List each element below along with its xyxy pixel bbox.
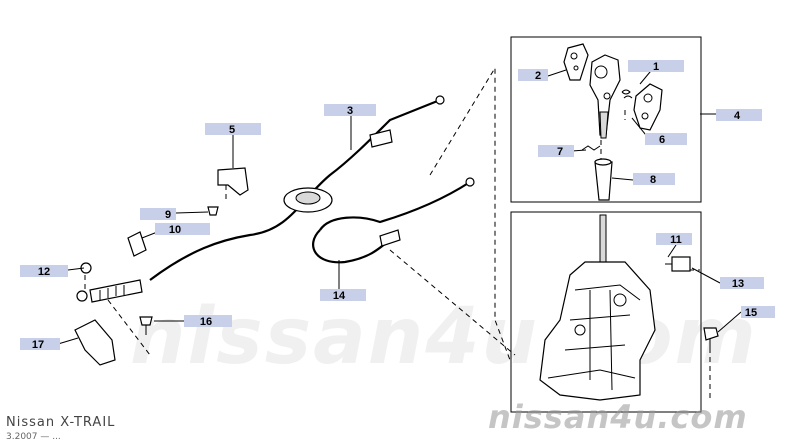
- boot-part-8: [594, 158, 613, 201]
- callout-4: 4: [716, 109, 762, 122]
- svg-text:11: 11: [670, 234, 682, 246]
- callout-8: 8: [633, 173, 675, 186]
- shift-knob-main: [589, 54, 621, 139]
- svg-text:7: 7: [557, 146, 563, 158]
- bolt-part-16: [139, 316, 153, 335]
- bolt-part-15: [703, 327, 719, 352]
- svg-text:12: 12: [38, 266, 50, 278]
- cable-end-left: [76, 279, 143, 303]
- bolt-part-9: [207, 206, 219, 216]
- callout-16: 16: [184, 315, 232, 328]
- footer-model-name: Nissan X-TRAIL: [6, 415, 116, 430]
- callout-9: 9: [140, 208, 176, 221]
- callout-7: 7: [538, 145, 574, 158]
- control-cable-part-3: [149, 95, 445, 281]
- callout-6: 6: [645, 133, 687, 146]
- clip-part-7: [581, 145, 601, 151]
- svg-text:3: 3: [347, 105, 353, 117]
- svg-text:16: 16: [200, 316, 212, 328]
- svg-text:5: 5: [229, 124, 235, 136]
- svg-text:4: 4: [734, 110, 741, 122]
- svg-text:10: 10: [169, 224, 181, 236]
- svg-text:15: 15: [745, 307, 757, 319]
- svg-text:9: 9: [165, 209, 171, 221]
- switch-part-11: [665, 256, 691, 272]
- callout-1: 1: [628, 60, 684, 73]
- svg-text:2: 2: [535, 70, 541, 82]
- svg-text:14: 14: [333, 290, 346, 302]
- knob-assembly-box: [510, 36, 702, 203]
- shift-knob-part-1: [633, 83, 663, 131]
- clip-part-10: [127, 231, 147, 257]
- callout-5: 5: [205, 123, 261, 136]
- callout-14: 14: [320, 289, 366, 302]
- footer-date-range: 3.2007 — ...: [6, 432, 61, 442]
- lever-assembly-box: [510, 211, 702, 413]
- watermark-site: nissan4u.com: [488, 398, 748, 436]
- svg-text:17: 17: [32, 339, 44, 351]
- svg-text:6: 6: [659, 134, 665, 146]
- svg-text:1: 1: [653, 61, 659, 73]
- callout-11: 11: [656, 233, 692, 246]
- callout-13: 13: [720, 277, 764, 290]
- svg-text:13: 13: [732, 278, 744, 290]
- shift-knob-part-2: [563, 43, 589, 81]
- callout-12: 12: [20, 265, 68, 278]
- spring-part-6: [621, 89, 633, 99]
- cable-part-14: [312, 177, 475, 264]
- callout-17: 17: [20, 338, 60, 351]
- shift-lever-assembly: [539, 214, 656, 401]
- callout-10: 10: [155, 223, 210, 236]
- callout-2: 2: [518, 69, 548, 82]
- callout-3: 3: [324, 104, 376, 117]
- callout-15: 15: [741, 306, 775, 319]
- bracket-part-5: [217, 167, 249, 196]
- bracket-part-17: [74, 319, 116, 366]
- svg-text:8: 8: [650, 174, 656, 186]
